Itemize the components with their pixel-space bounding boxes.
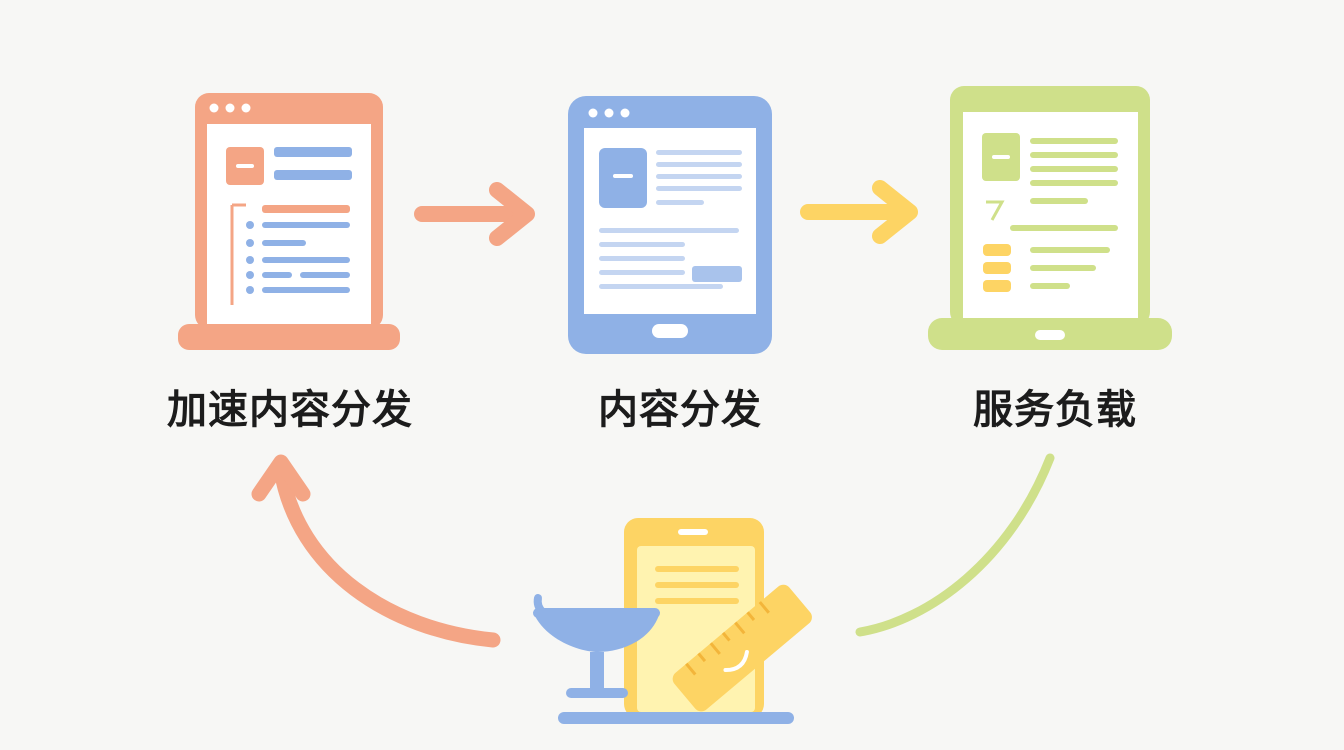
curved-line-icon [855, 453, 1055, 637]
curved-arrow-up-icon [251, 454, 501, 648]
node-label-service-load: 服务负载 [973, 387, 1137, 433]
tablet-icon [568, 96, 772, 354]
ruler-icon [672, 584, 812, 712]
node-label-accelerated-delivery: 加速内容分发 [167, 387, 413, 433]
arrow-right-icon [414, 182, 535, 246]
arrow-right-icon [800, 180, 918, 244]
laptop-icon [928, 86, 1172, 350]
node-label-content-delivery: 内容分发 [598, 387, 762, 433]
laptop-icon [178, 93, 400, 350]
cup-icon [533, 594, 794, 724]
